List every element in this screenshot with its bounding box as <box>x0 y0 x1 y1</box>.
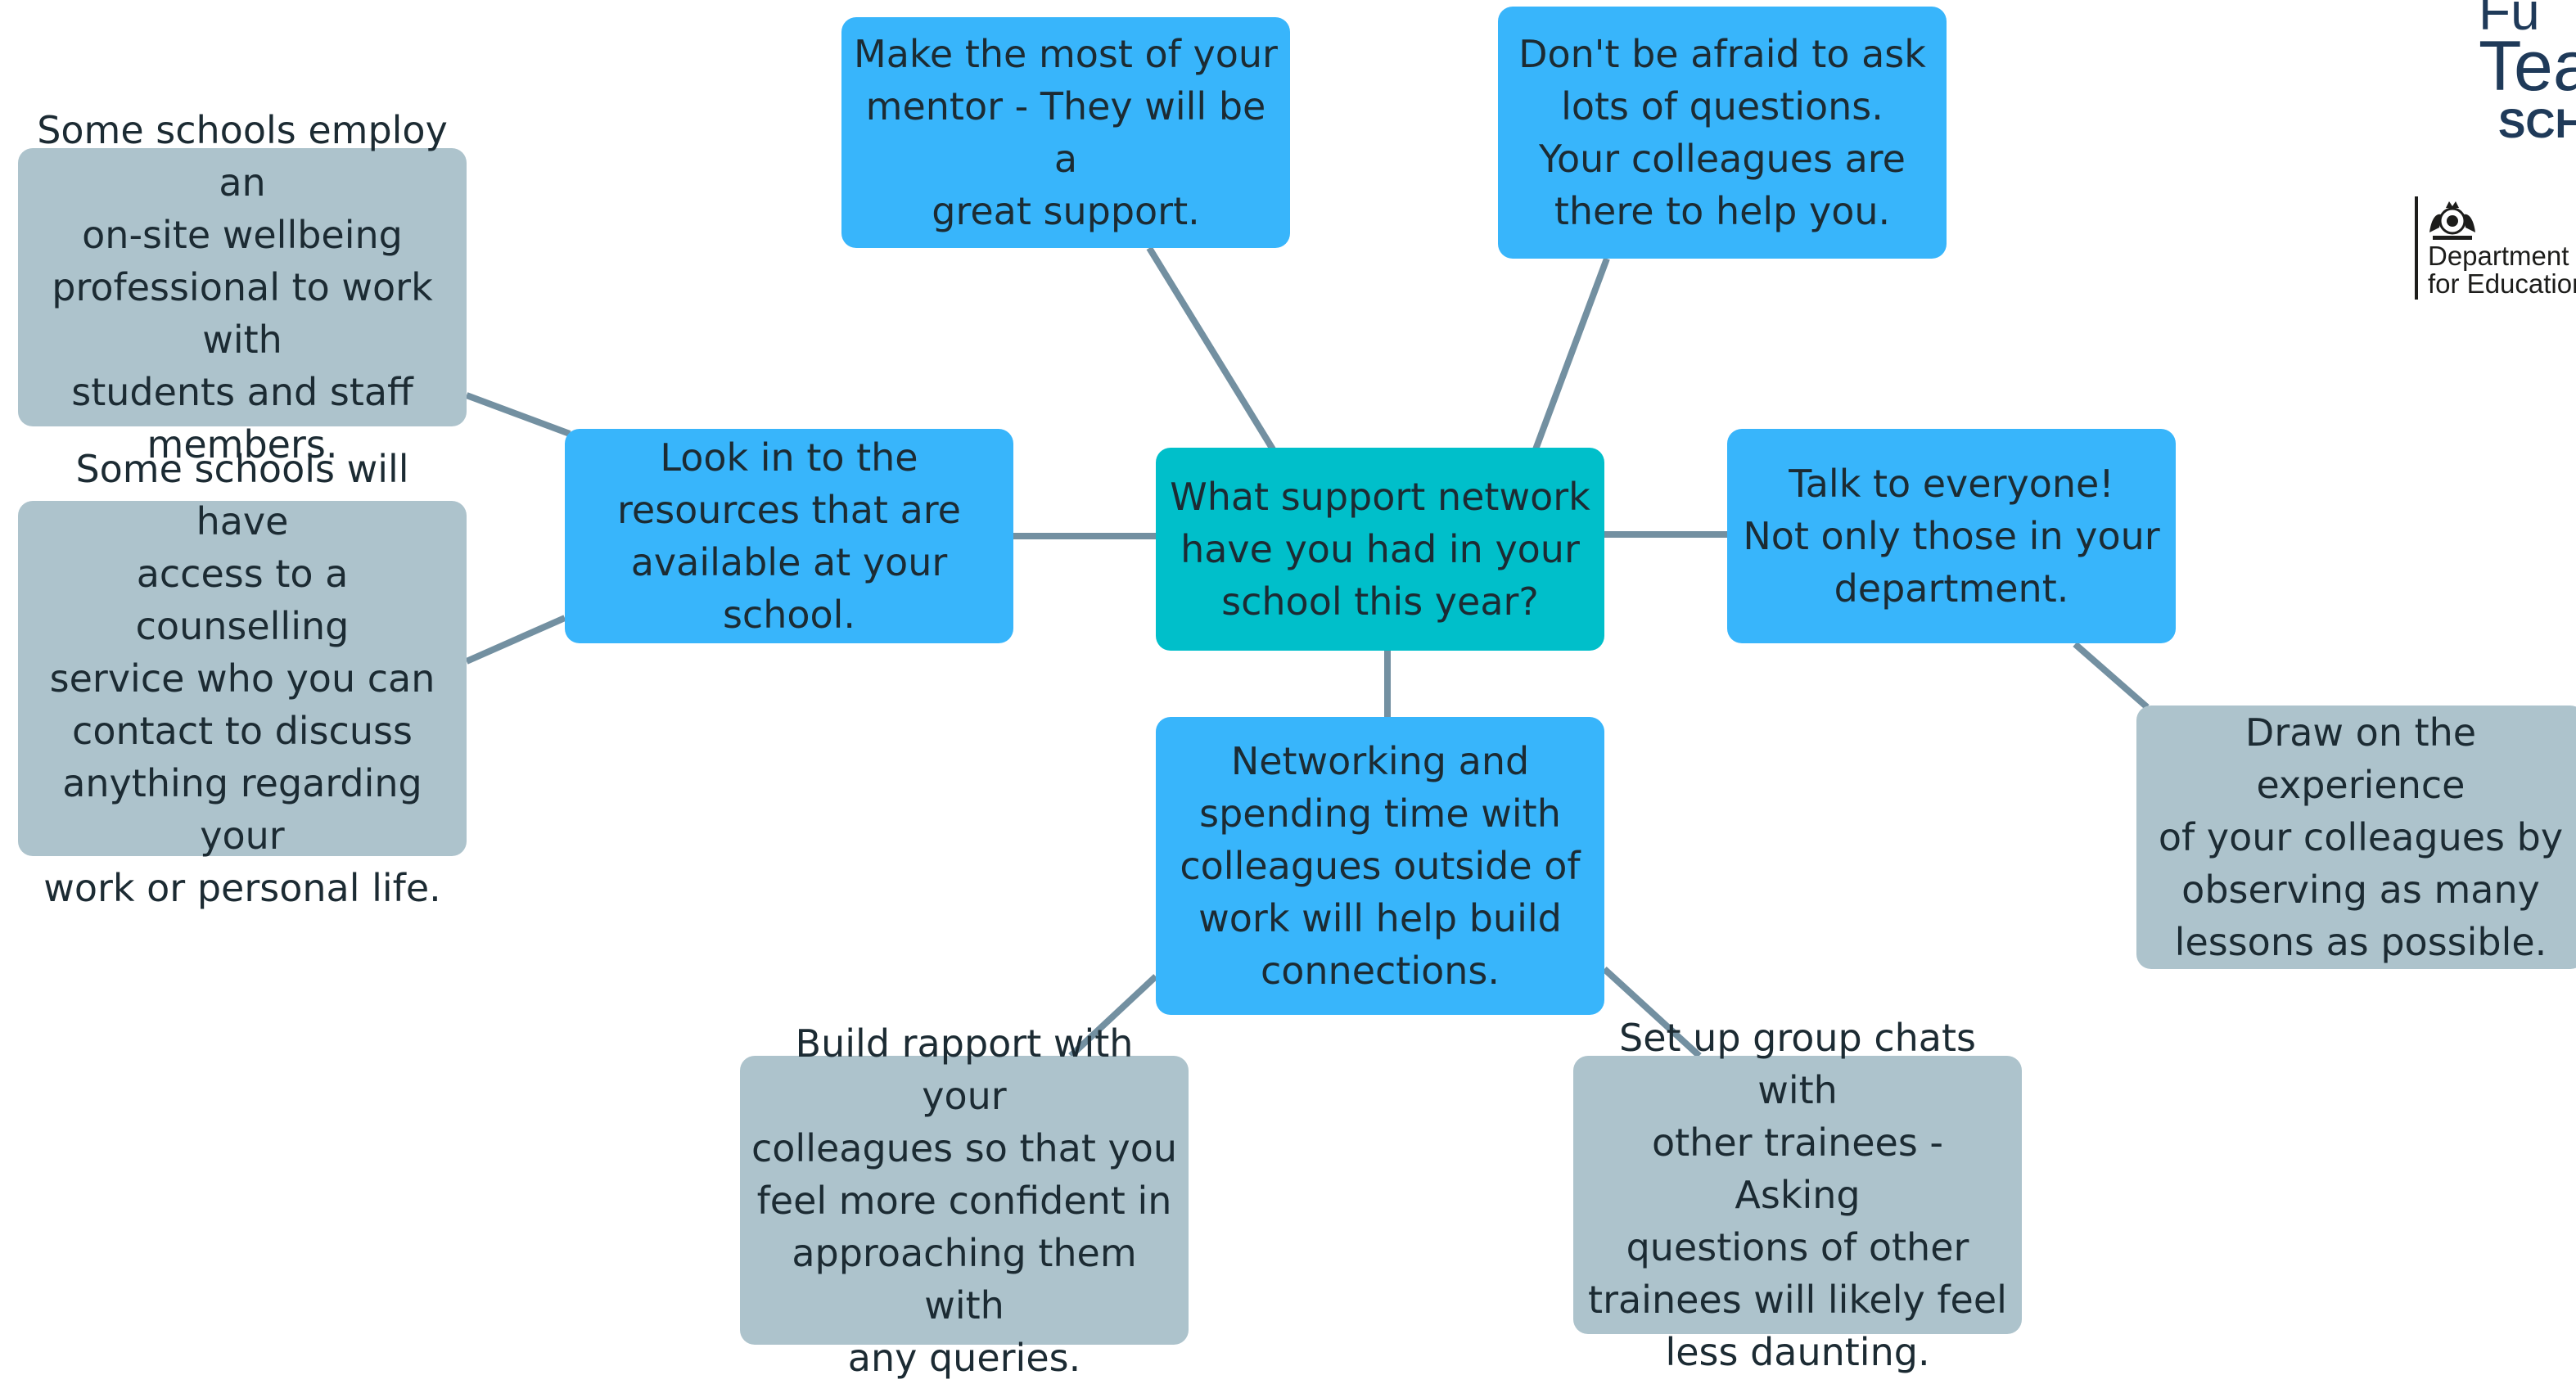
counselling-service-node: Some schools will have access to a couns… <box>18 447 467 910</box>
logo-text-line-2: Tea <box>2479 27 2576 106</box>
logo-text-line-1: Fu <box>2479 0 2540 41</box>
dfe-text-line-1: Department <box>2428 241 2569 271</box>
group-chats-node: Set up group chats with other trainees -… <box>1573 1016 2022 1374</box>
build-rapport-node: Build rapport with your colleagues so th… <box>740 1021 1189 1380</box>
central-question-node: What support network have you had in you… <box>1156 448 1604 651</box>
dfe-divider-bar <box>2415 196 2418 300</box>
connector-resources-counselling <box>465 615 566 665</box>
dfe-text-line-2: for Education <box>2428 268 2576 299</box>
mentor-node: Make the most of your mentor - They will… <box>841 17 1290 248</box>
wellbeing-professional-node: Some schools employ an on-site wellbeing… <box>18 108 467 467</box>
school-resources-node: Look in to the resources that are availa… <box>565 429 1013 643</box>
connector-networking-groupchats <box>1602 967 1702 1058</box>
ask-questions-node: Don't be afraid to ask lots of questions… <box>1498 7 1947 259</box>
networking-node: Networking and spending time with collea… <box>1156 717 1604 1015</box>
talk-to-everyone-node: Talk to everyone! Not only those in your… <box>1727 429 2176 643</box>
royal-crest-icon <box>2429 201 2475 240</box>
connector-center-mentor <box>1146 246 1276 452</box>
logo-text-line-3: SCH <box>2498 101 2576 147</box>
connector-center-ask <box>1532 257 1610 451</box>
connector-resources-wellbeing <box>465 392 571 437</box>
connector-lines <box>465 246 2150 1058</box>
observe-lessons-node: Draw on the experience of your colleague… <box>2136 706 2576 969</box>
connector-networking-rapport <box>1068 974 1158 1058</box>
connector-talk-observe <box>2073 641 2150 710</box>
